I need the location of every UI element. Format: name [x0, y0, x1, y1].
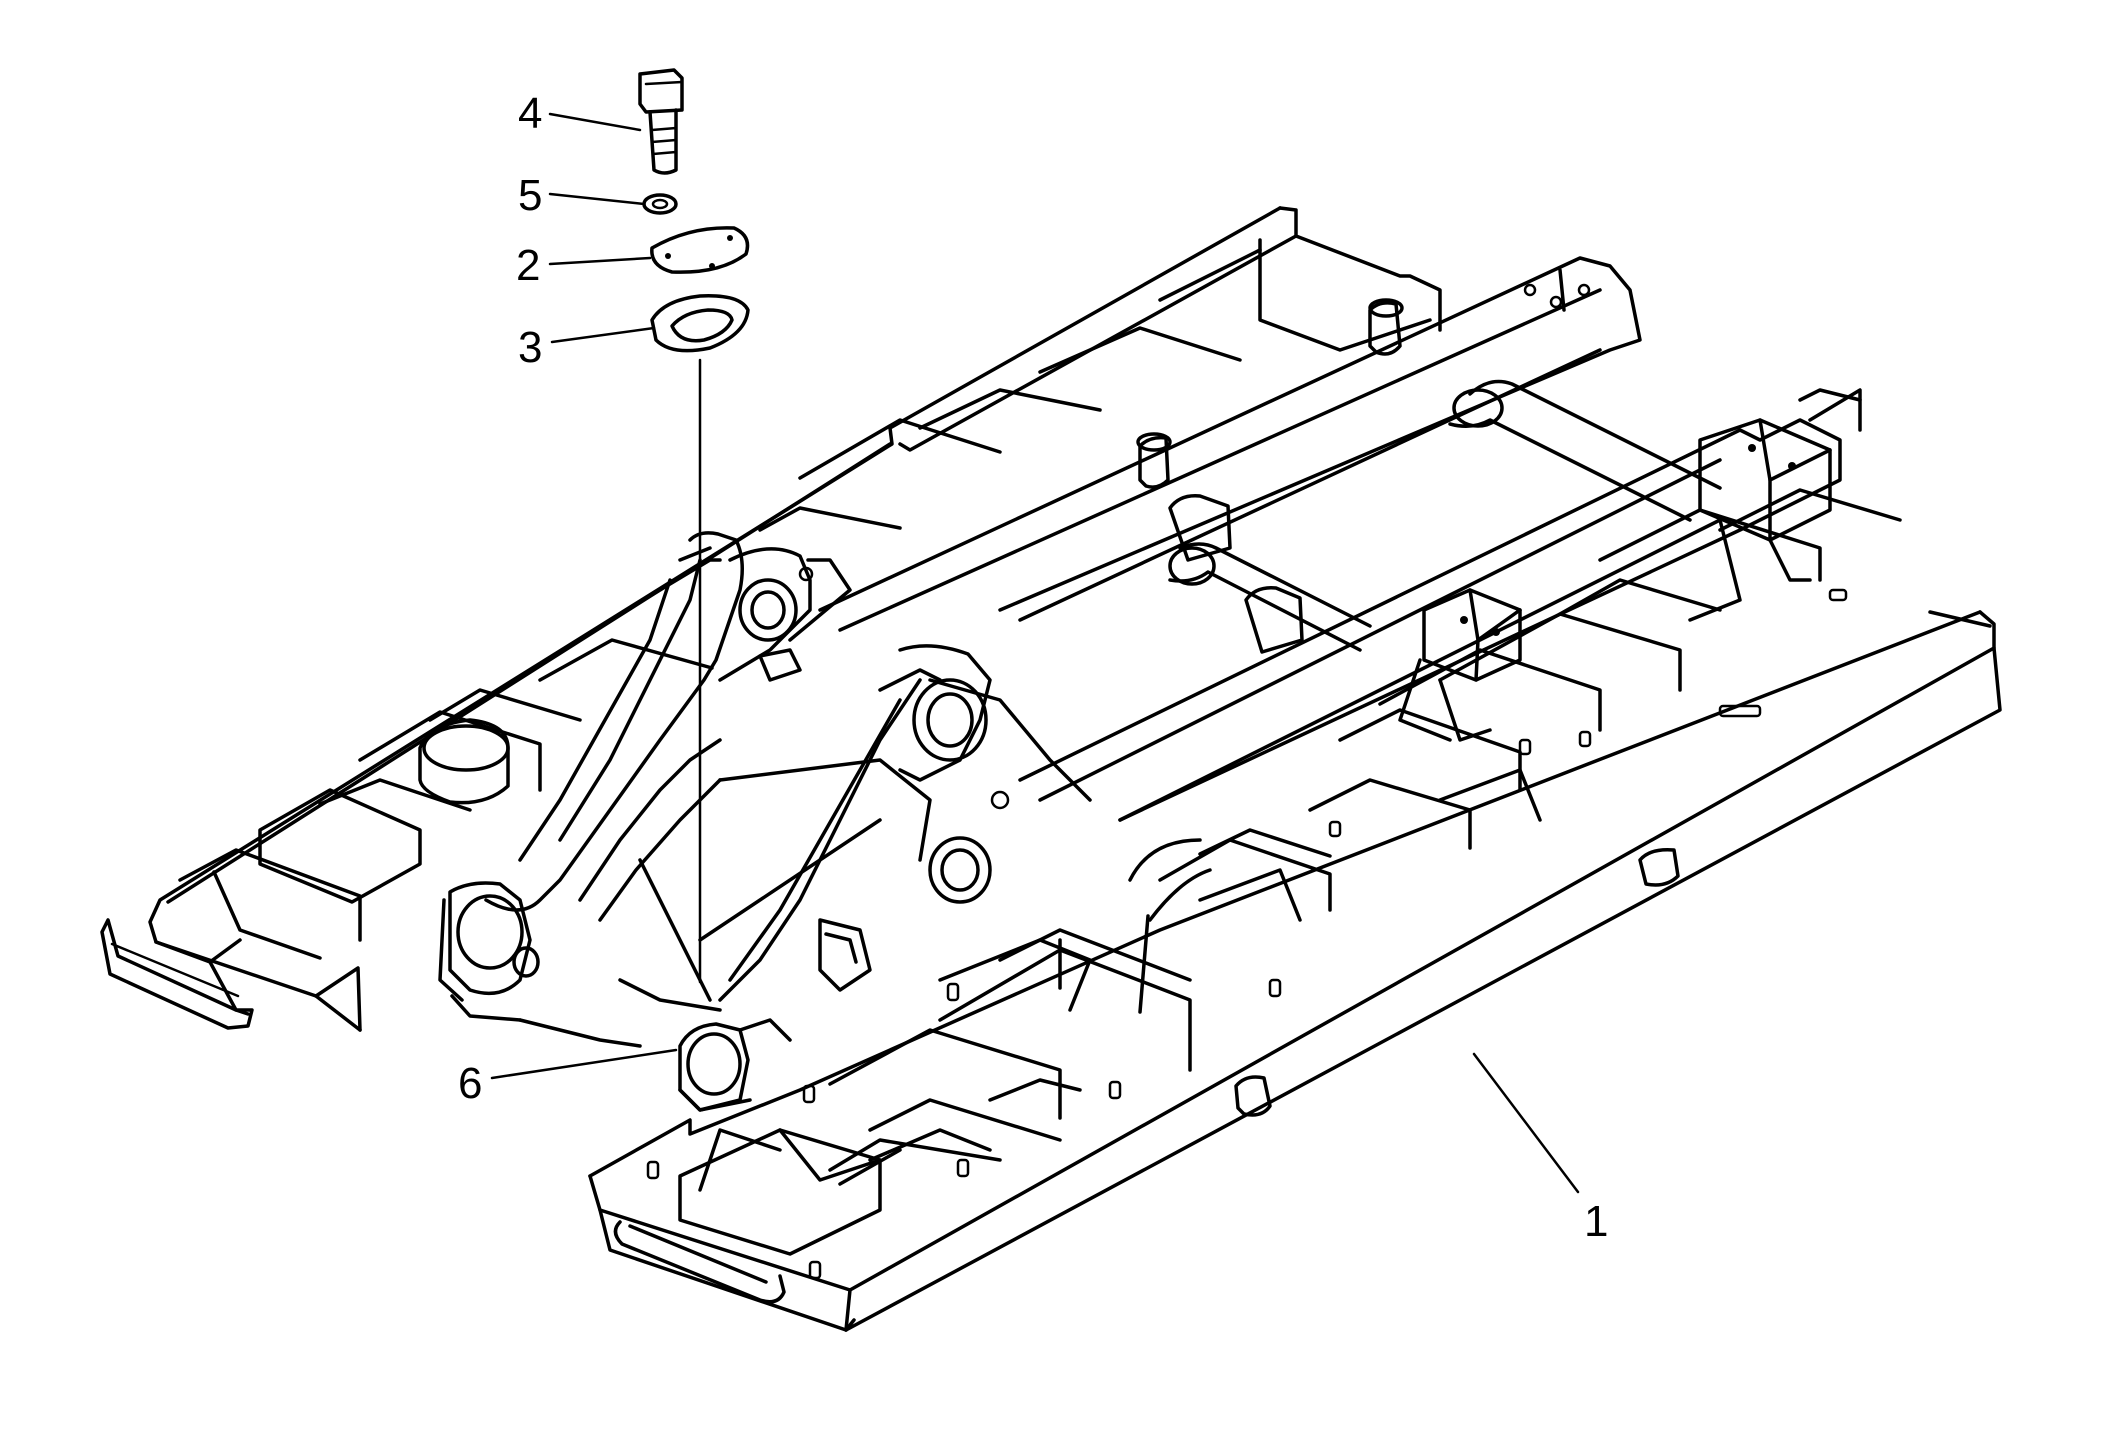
leader-line-4	[548, 112, 642, 132]
washer-part	[642, 193, 678, 215]
callout-label-6: 6	[458, 1059, 482, 1108]
leader-line-5	[548, 192, 646, 206]
bolt-part	[638, 68, 684, 175]
leader-line-6	[490, 1048, 678, 1080]
leader-line-3	[550, 326, 656, 344]
callout-label-4: 4	[518, 89, 542, 138]
gasket-part	[650, 294, 750, 353]
track-frame-part	[100, 206, 2002, 1332]
callout-label-3: 3	[518, 323, 542, 372]
callout-label-5: 5	[518, 171, 542, 220]
callout-label-2: 2	[516, 241, 540, 290]
cover-plate-part	[650, 226, 750, 274]
leader-line-2	[548, 256, 652, 266]
callout-label-1: 1	[1584, 1197, 1608, 1246]
leader-line-1	[1472, 1052, 1580, 1194]
